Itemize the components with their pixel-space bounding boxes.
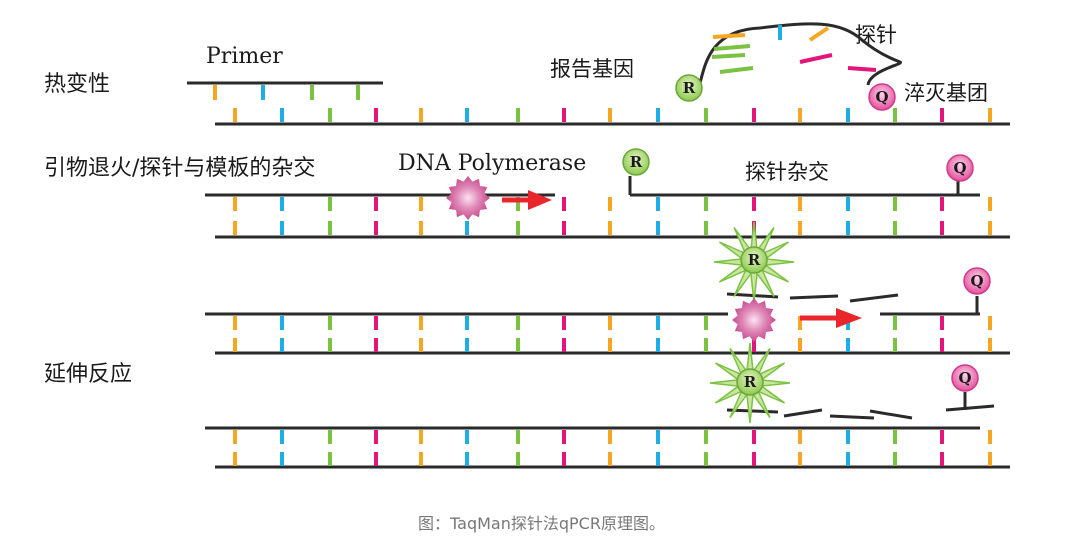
reporter-letter: R <box>683 79 696 97</box>
quencher-circle-icon <box>868 83 896 111</box>
probe-label: 探针 <box>855 23 897 47</box>
arrow-icon <box>502 190 552 210</box>
reporter-letter: R <box>744 373 757 391</box>
reporter-letter: R <box>630 153 643 171</box>
polymerases <box>446 176 776 342</box>
reporter-circle-icon <box>675 74 703 102</box>
quencher-letter: Q <box>875 88 888 106</box>
stage-denature-label: 热变性 <box>44 72 110 97</box>
reporter-circle-icon <box>740 246 768 274</box>
reporter-circle-icon <box>736 368 764 396</box>
quencher-circle-icon <box>946 154 974 182</box>
polymerase-icon <box>446 176 490 220</box>
arrow-icon <box>800 308 862 328</box>
quencher-circle-icon <box>963 267 991 295</box>
reporter-letter: R <box>748 251 761 269</box>
reporter-gene-label: 报告基因 <box>550 57 634 81</box>
figure-caption: 图：TaqMan探针法qPCR原理图。 <box>418 514 665 533</box>
hybridized-probe <box>628 176 980 197</box>
cleaved-probe-stage4 <box>726 392 995 420</box>
quencher-letter: Q <box>970 272 983 290</box>
quencher-letter: Q <box>953 159 966 177</box>
free-probe <box>698 22 902 86</box>
reporter-circle-icon <box>622 148 650 176</box>
polymerase-label: DNA Polymerase <box>398 151 586 176</box>
stage-extend-label: 延伸反应 <box>44 362 132 387</box>
polymerase-icon <box>732 298 776 342</box>
probe-hybrid-label: 探针杂交 <box>745 160 829 184</box>
base-ticks <box>213 85 992 466</box>
fluorophore-markers: R Q R Q R Q R Q <box>622 74 991 396</box>
quencher-circle-icon <box>951 364 979 392</box>
stage-anneal-label: 引物退火/探针与模板的杂交 <box>44 156 315 181</box>
primer-label: Primer <box>206 44 283 69</box>
quencher-gene-label: 淬灭基团 <box>904 81 988 105</box>
dna-strands <box>187 81 1010 469</box>
quencher-letter: Q <box>958 369 971 387</box>
